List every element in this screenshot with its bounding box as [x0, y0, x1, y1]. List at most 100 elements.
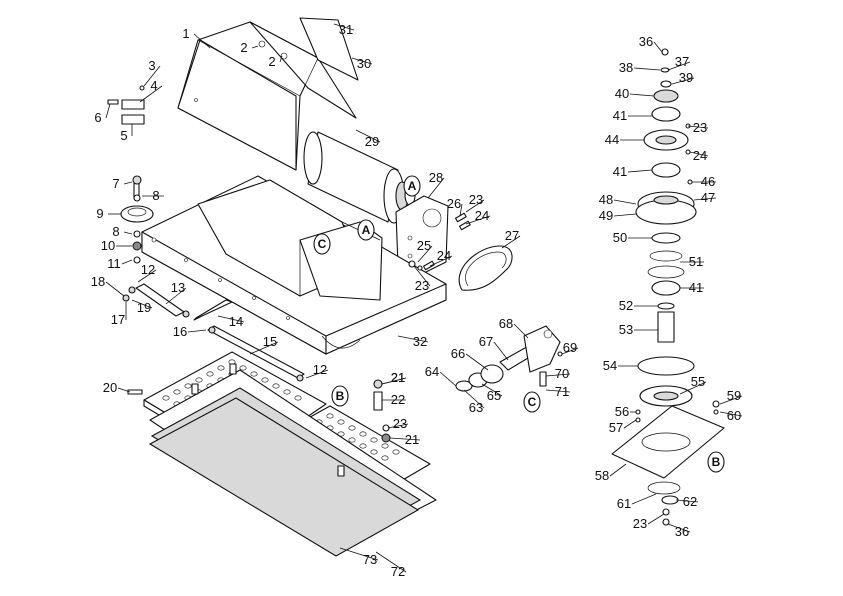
callout-number: 4: [150, 78, 157, 93]
leader-line: [719, 411, 743, 417]
leader-line: [333, 23, 355, 31]
leader-line: [493, 341, 509, 361]
leader-line: [439, 371, 457, 387]
leader-line: [251, 45, 259, 49]
callout-number: 49: [599, 208, 613, 223]
leader-line: [375, 551, 407, 573]
guide-shafts: [122, 283, 305, 395]
callout-number: 48: [599, 192, 613, 207]
leader-line: [613, 199, 637, 205]
callout-number: 27: [505, 228, 519, 243]
leader-line: [143, 65, 161, 87]
callout-number: 12: [313, 362, 327, 377]
callout-number: 22: [391, 392, 405, 407]
leader-line: [339, 547, 379, 561]
callout-number: 63: [469, 400, 483, 415]
callout-number: 24: [475, 208, 489, 223]
callout-number: 68: [499, 316, 513, 331]
callout-number: 8: [152, 188, 159, 203]
callout-number: 25: [417, 238, 431, 253]
callout-number: 21: [405, 432, 419, 447]
callout-number: 31: [339, 22, 353, 37]
callout-number: 47: [701, 190, 715, 205]
leader-line: [629, 93, 655, 97]
plate-hole: [250, 371, 258, 377]
callout-number: 55: [691, 374, 705, 389]
leader-line: [459, 203, 463, 217]
leader-line: [123, 181, 133, 185]
reference-marker-circle: [357, 219, 375, 241]
callout-number: 24: [693, 148, 707, 163]
callout-number: 14: [229, 314, 243, 329]
plate-studs: [191, 363, 391, 477]
leader-line: [647, 513, 665, 525]
leader-line: [689, 151, 709, 157]
callout-number: 61: [617, 496, 631, 511]
reference-marker-letter: B: [712, 455, 721, 469]
callout-number: 23: [469, 192, 483, 207]
leader-line: [193, 33, 211, 49]
callout-number: 72: [391, 564, 405, 579]
leader-line: [187, 329, 207, 333]
reference-marker-circle: [523, 391, 541, 413]
callout-number: 46: [701, 174, 715, 189]
eccentric-shaft-assembly: [455, 325, 563, 392]
leader-line: [351, 57, 373, 65]
leader-line: [217, 315, 245, 323]
base-housing: [141, 175, 447, 355]
callout-number: 66: [451, 346, 465, 361]
leader-line: [545, 373, 571, 377]
plate-hole: [294, 395, 302, 401]
leader-line: [627, 169, 653, 173]
callout-number: 20: [103, 380, 117, 395]
callout-number: 62: [683, 494, 697, 509]
plate-hole: [370, 449, 378, 455]
callout-number: 38: [619, 60, 633, 75]
callout-number: 71: [555, 384, 569, 399]
plate-hole: [370, 437, 378, 443]
leader-line: [623, 419, 637, 429]
callout-number: 67: [479, 334, 493, 349]
plate-hole: [162, 395, 170, 401]
leader-line: [117, 387, 131, 393]
leader-line: [545, 389, 571, 393]
leader-line: [653, 41, 663, 53]
callout-number: 70: [555, 366, 569, 381]
plate-hole: [326, 413, 334, 419]
leader-line: [389, 437, 421, 441]
callout-number: 53: [619, 322, 633, 337]
leader-line: [609, 463, 627, 477]
leader-line: [675, 499, 699, 503]
leader-line: [305, 369, 329, 379]
callout-number: 7: [112, 176, 119, 191]
callout-number: 57: [609, 420, 623, 435]
leader-line: [687, 125, 709, 129]
plate-hole: [359, 443, 367, 449]
callout-number: 41: [613, 164, 627, 179]
leader-line: [671, 77, 695, 85]
plate-hole: [381, 455, 389, 461]
callout-number: 6: [94, 110, 101, 125]
sole-layers: [148, 369, 437, 557]
callout-number: 32: [413, 334, 427, 349]
callout-number: 1: [182, 26, 189, 41]
leader-line: [667, 523, 691, 533]
cover-plate: [299, 17, 359, 81]
callout-number: 2: [268, 54, 275, 69]
callout-number: 59: [727, 388, 741, 403]
leader-line: [667, 61, 691, 71]
leader-line: [417, 245, 433, 263]
plate-hole: [348, 425, 356, 431]
callout-number: 36: [675, 524, 689, 539]
leader-line: [279, 55, 283, 63]
plate-hole: [261, 377, 269, 383]
leader-line: [123, 231, 133, 235]
callout-number: 5: [120, 128, 127, 143]
callout-number: 29: [365, 134, 379, 149]
reference-marker-circle: [403, 175, 421, 197]
callout-number: 2: [240, 40, 247, 55]
callout-number: 8: [112, 224, 119, 239]
plate-hole: [239, 365, 247, 371]
callout-number: 26: [447, 196, 461, 211]
